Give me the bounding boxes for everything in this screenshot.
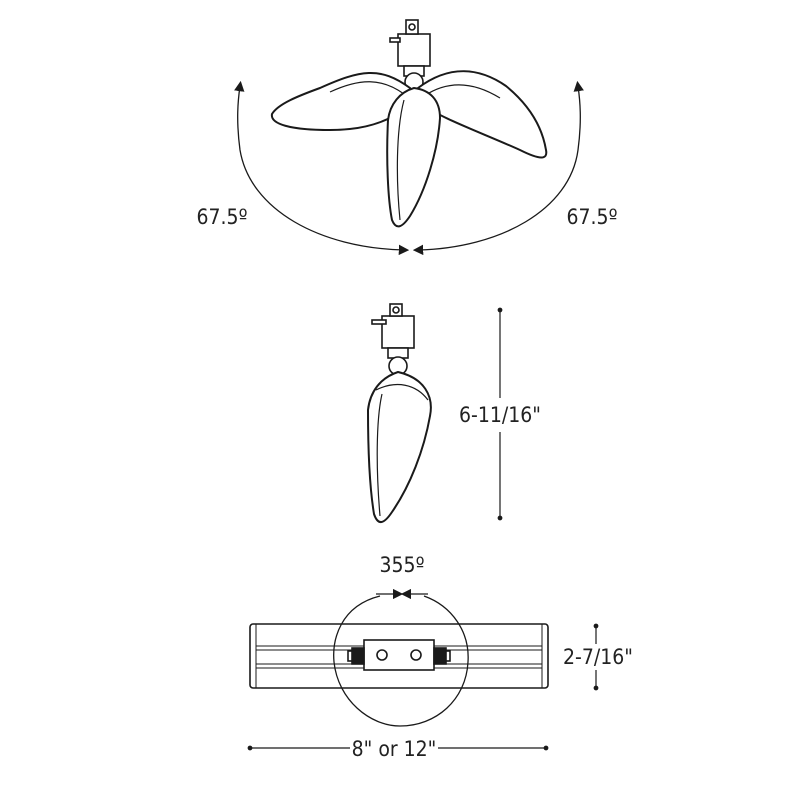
bottom-view: 355º — [247, 553, 633, 761]
rotation-circle — [333, 595, 469, 727]
head-side — [366, 370, 432, 523]
length-dimension-line — [247, 745, 549, 751]
depth-label: 2-7/16" — [563, 645, 633, 669]
height-label: 6-11/16" — [459, 403, 541, 427]
length-label: 8" or 12" — [352, 737, 437, 761]
track-adapter-side — [371, 303, 415, 376]
depth-dimension-line — [593, 623, 599, 691]
track-connector — [347, 639, 451, 671]
tilt-right-label: 67.5º — [567, 205, 618, 229]
rotation-label: 355º — [380, 553, 425, 577]
tilt-left-label: 67.5º — [197, 205, 248, 229]
tilt-arc-right — [412, 80, 584, 256]
head-center — [386, 86, 442, 228]
tilt-arc-left — [234, 80, 410, 256]
connector-screw-right — [410, 649, 422, 661]
height-label-bg — [468, 398, 532, 432]
tilt-range-view: 67.5º 67.5º — [197, 19, 618, 256]
connector-screw-left — [376, 649, 388, 661]
side-view: 6-11/16" — [366, 303, 541, 523]
